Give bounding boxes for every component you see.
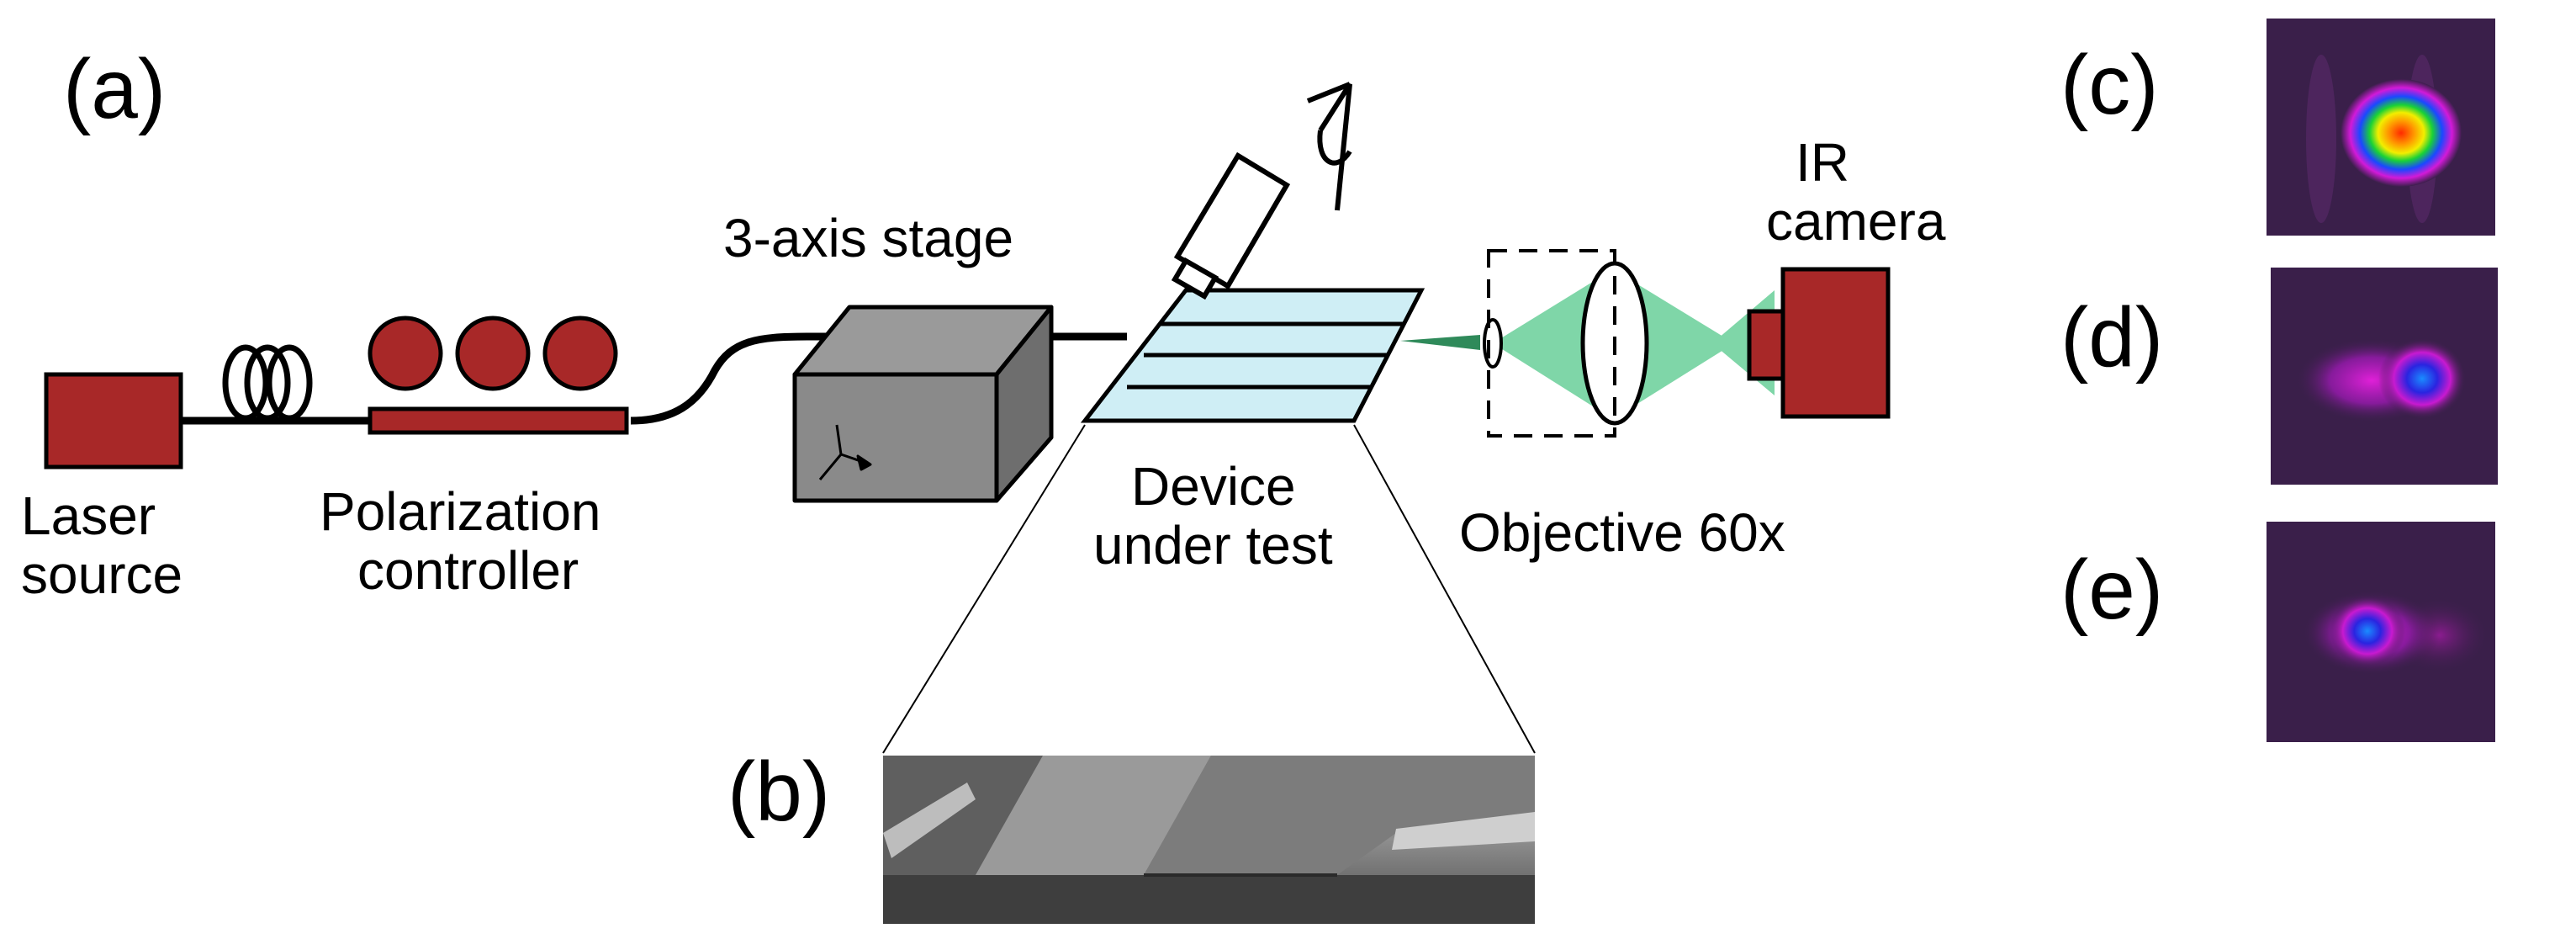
- panel-label-e: (e): [2060, 543, 2163, 637]
- stage-label: 3-axis stage: [723, 208, 1013, 268]
- sem-image: [883, 756, 1535, 924]
- output-beam: [1400, 335, 1480, 350]
- three-axis-stage: [792, 305, 1054, 503]
- zoom-line-right: [1353, 424, 1536, 754]
- camera-label-line1: IR: [1796, 132, 1849, 193]
- polarization-label-line2: controller: [357, 540, 579, 601]
- ir-camera: [1747, 267, 1891, 419]
- fiber-coil-icon: [222, 344, 313, 422]
- zoom-line-left: [882, 424, 1086, 754]
- polarization-paddles: [368, 316, 629, 435]
- device-label-line1: Device: [1131, 456, 1296, 517]
- microscope-icon: [1171, 151, 1291, 300]
- laser-label-line2: source: [21, 544, 182, 605]
- objective-lens: [1483, 249, 1775, 438]
- mode-image-d: [2271, 268, 2498, 485]
- polarization-label-line1: Polarization: [320, 481, 600, 542]
- panel-label-a: (a): [63, 42, 166, 136]
- camera-label-line2: camera: [1766, 191, 1946, 252]
- device-label-line2: under test: [1093, 515, 1333, 576]
- laser-label-line1: Laser: [21, 485, 156, 546]
- optical-fiber: [181, 332, 1127, 425]
- panel-label-b: (b): [727, 745, 830, 839]
- objective-label: Objective 60x: [1459, 502, 1785, 563]
- eye-icon: [1306, 82, 1352, 211]
- device-chip: [1080, 288, 1426, 423]
- mode-image-c: [2267, 19, 2495, 236]
- mode-image-e: [2267, 522, 2495, 742]
- laser-source: [44, 372, 183, 470]
- panel-label-c: (c): [2060, 38, 2159, 132]
- panel-label-d: (d): [2060, 290, 2163, 385]
